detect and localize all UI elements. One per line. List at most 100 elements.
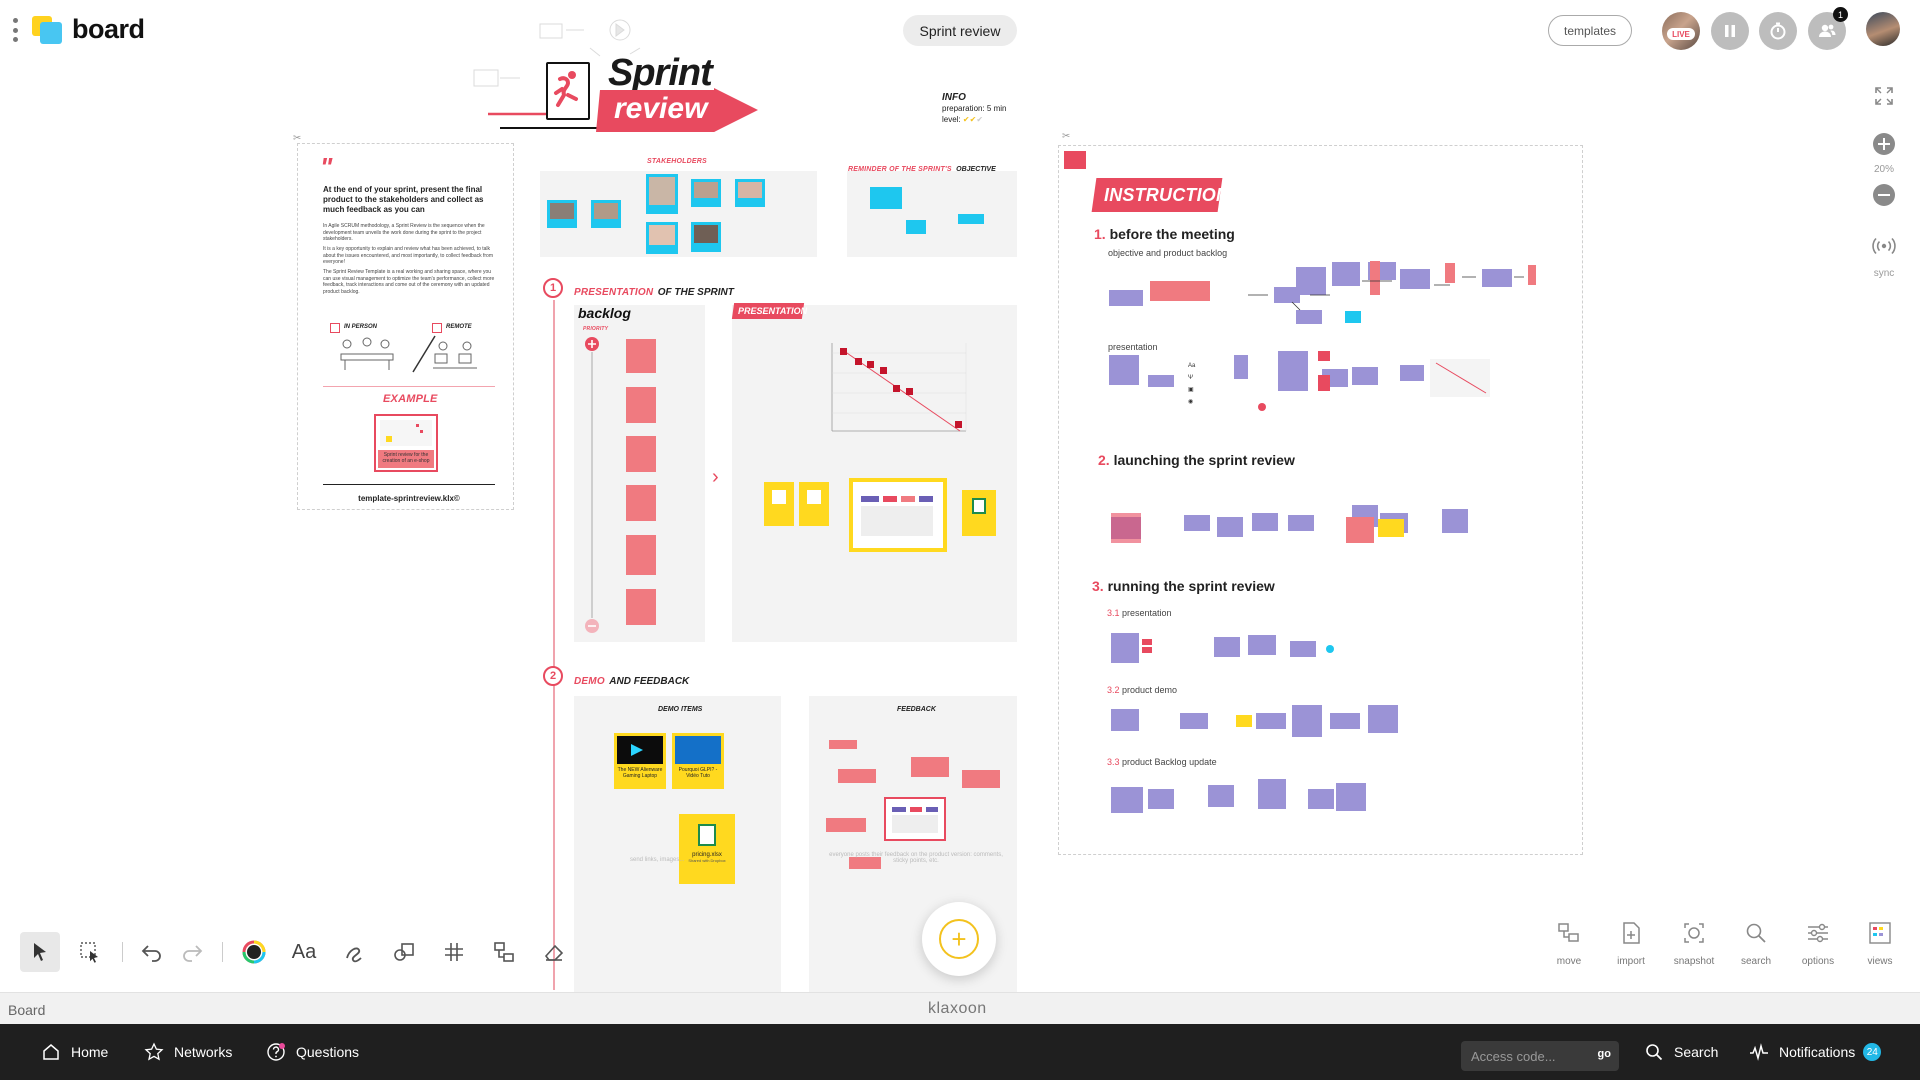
- participants-button[interactable]: [1808, 12, 1846, 50]
- sync-button[interactable]: [1868, 232, 1900, 260]
- sticky-note[interactable]: [958, 214, 984, 224]
- stakeholder-card[interactable]: [547, 200, 577, 228]
- feedback-sticky[interactable]: [911, 757, 949, 777]
- templates-button[interactable]: templates: [1548, 15, 1632, 46]
- svg-text:◉: ◉: [1188, 399, 1193, 405]
- sticky-note[interactable]: [870, 187, 902, 209]
- presentation-card[interactable]: [799, 482, 829, 526]
- text-tool-button[interactable]: Aa: [284, 932, 324, 972]
- feedback-sticky[interactable]: [826, 818, 866, 832]
- instructions-sub-3-2: 3.2 product demo: [1107, 685, 1178, 695]
- stakeholders-panel[interactable]: [540, 171, 817, 257]
- stakeholder-card[interactable]: [691, 222, 721, 252]
- priority-axis: [585, 337, 599, 633]
- search-icon: [1646, 1044, 1663, 1061]
- snapshot-button[interactable]: snapshot: [1666, 920, 1722, 980]
- access-go-button[interactable]: go: [1597, 1048, 1611, 1060]
- connector-tool-button[interactable]: [484, 932, 524, 972]
- redo-icon: [183, 945, 203, 962]
- quote-icon: ": [320, 152, 333, 182]
- presentation-card[interactable]: [962, 490, 996, 536]
- color-picker-button[interactable]: [234, 932, 274, 972]
- select-tool-button[interactable]: [20, 932, 60, 972]
- app-title: board: [72, 14, 145, 44]
- nav-questions[interactable]: Questions: [266, 1042, 359, 1062]
- example-note: Sprint review for the creation of an e-s…: [378, 450, 434, 468]
- instructions-heading-3: 3. running the sprint review: [1092, 578, 1275, 594]
- feedback-sticky[interactable]: [962, 770, 1000, 788]
- presentation-board-preview[interactable]: [849, 478, 947, 552]
- backlog-title: backlog: [578, 305, 631, 321]
- backlog-sticky[interactable]: [626, 535, 656, 575]
- nav-search[interactable]: Search: [1644, 1042, 1718, 1062]
- zoom-in-button[interactable]: [1868, 131, 1900, 157]
- template-filename: template-sprintreview.klx©: [358, 494, 460, 503]
- cursor-icon: [34, 943, 46, 961]
- broadcast-icon: [1872, 237, 1896, 255]
- demo-card[interactable]: Pourquoi GLPI? - Vidéo Tuto: [672, 733, 724, 789]
- board-title-button[interactable]: Sprint review: [903, 15, 1017, 46]
- move-button[interactable]: move: [1541, 920, 1597, 980]
- shape-tool-button[interactable]: [384, 932, 424, 972]
- feedback-board-preview[interactable]: [884, 797, 946, 841]
- options-button[interactable]: options: [1790, 920, 1846, 980]
- grid-tool-button[interactable]: [434, 932, 474, 972]
- feedback-sticky[interactable]: [838, 769, 876, 783]
- toolbar-separator: [222, 942, 223, 962]
- intro-paragraph-1: In Agile SCRUM methodology, a Sprint Rev…: [323, 223, 485, 242]
- demo-card[interactable]: pricing.xlsx Shared with Dropbox: [679, 814, 735, 884]
- views-button[interactable]: views: [1852, 920, 1908, 980]
- user-avatar[interactable]: [1866, 12, 1900, 46]
- intro-paragraph-2: It is a key opportunity to explain and r…: [323, 246, 493, 265]
- stakeholder-card[interactable]: [646, 222, 678, 254]
- undo-button[interactable]: [132, 932, 172, 972]
- demo-card[interactable]: The NEW Alienware Gaming Laptop: [614, 733, 666, 789]
- activity-icon: [1750, 1043, 1768, 1061]
- step-1-badge: 1: [543, 278, 563, 298]
- timer-button[interactable]: [1759, 12, 1797, 50]
- color-wheel-icon: [242, 940, 266, 964]
- app-menu-icon[interactable]: [11, 18, 19, 42]
- multi-select-tool-button[interactable]: [70, 932, 110, 972]
- eraser-tool-button[interactable]: [534, 932, 574, 972]
- backlog-sticky[interactable]: [626, 436, 656, 472]
- sticky-note[interactable]: [906, 220, 926, 234]
- views-icon: [1869, 922, 1891, 944]
- example-thumbnail[interactable]: Sprint review for the creation of an e-s…: [374, 414, 438, 472]
- checkbox-in-person-icon: [330, 323, 340, 333]
- presentation-panel[interactable]: [732, 305, 1017, 642]
- stakeholder-card[interactable]: [691, 179, 721, 207]
- instructions-sub-3-1: 3.1 presentation: [1107, 608, 1172, 618]
- scissors-icon: ✂: [293, 133, 302, 144]
- feedback-sticky[interactable]: [829, 740, 857, 749]
- draw-tool-button[interactable]: [334, 932, 374, 972]
- stakeholder-card[interactable]: [735, 179, 765, 207]
- presentation-card[interactable]: [764, 482, 794, 526]
- redo-button[interactable]: [172, 932, 212, 972]
- live-badge: LIVE: [1667, 28, 1695, 40]
- backlog-sticky[interactable]: [626, 589, 656, 625]
- plus-icon: [1873, 133, 1895, 155]
- nav-home[interactable]: Home: [41, 1042, 108, 1062]
- add-content-button[interactable]: +: [922, 902, 996, 976]
- pause-button[interactable]: [1711, 12, 1749, 50]
- zoom-out-button[interactable]: [1868, 182, 1900, 208]
- stakeholder-card[interactable]: [646, 174, 678, 214]
- chevron-right-icon[interactable]: ›: [712, 466, 719, 488]
- fullscreen-button[interactable]: [1868, 82, 1900, 110]
- stakeholder-card[interactable]: [591, 200, 621, 228]
- instructions-heading-2: 2. launching the sprint review: [1098, 452, 1295, 468]
- search-canvas-button[interactable]: search: [1728, 920, 1784, 980]
- document-icon: [546, 62, 590, 120]
- nav-notifications[interactable]: Notifications 24: [1749, 1042, 1882, 1062]
- access-code-input[interactable]: [1471, 1047, 1581, 1065]
- networks-icon: [144, 1042, 164, 1061]
- nav-networks[interactable]: Networks: [144, 1042, 232, 1062]
- objective-panel[interactable]: [847, 171, 1017, 257]
- backlog-sticky[interactable]: [626, 485, 656, 521]
- backlog-sticky[interactable]: [626, 339, 656, 373]
- priority-label: PRIORITY: [583, 326, 609, 332]
- feedback-sticky[interactable]: [849, 857, 881, 869]
- backlog-sticky[interactable]: [626, 387, 656, 423]
- import-button[interactable]: import: [1603, 920, 1659, 980]
